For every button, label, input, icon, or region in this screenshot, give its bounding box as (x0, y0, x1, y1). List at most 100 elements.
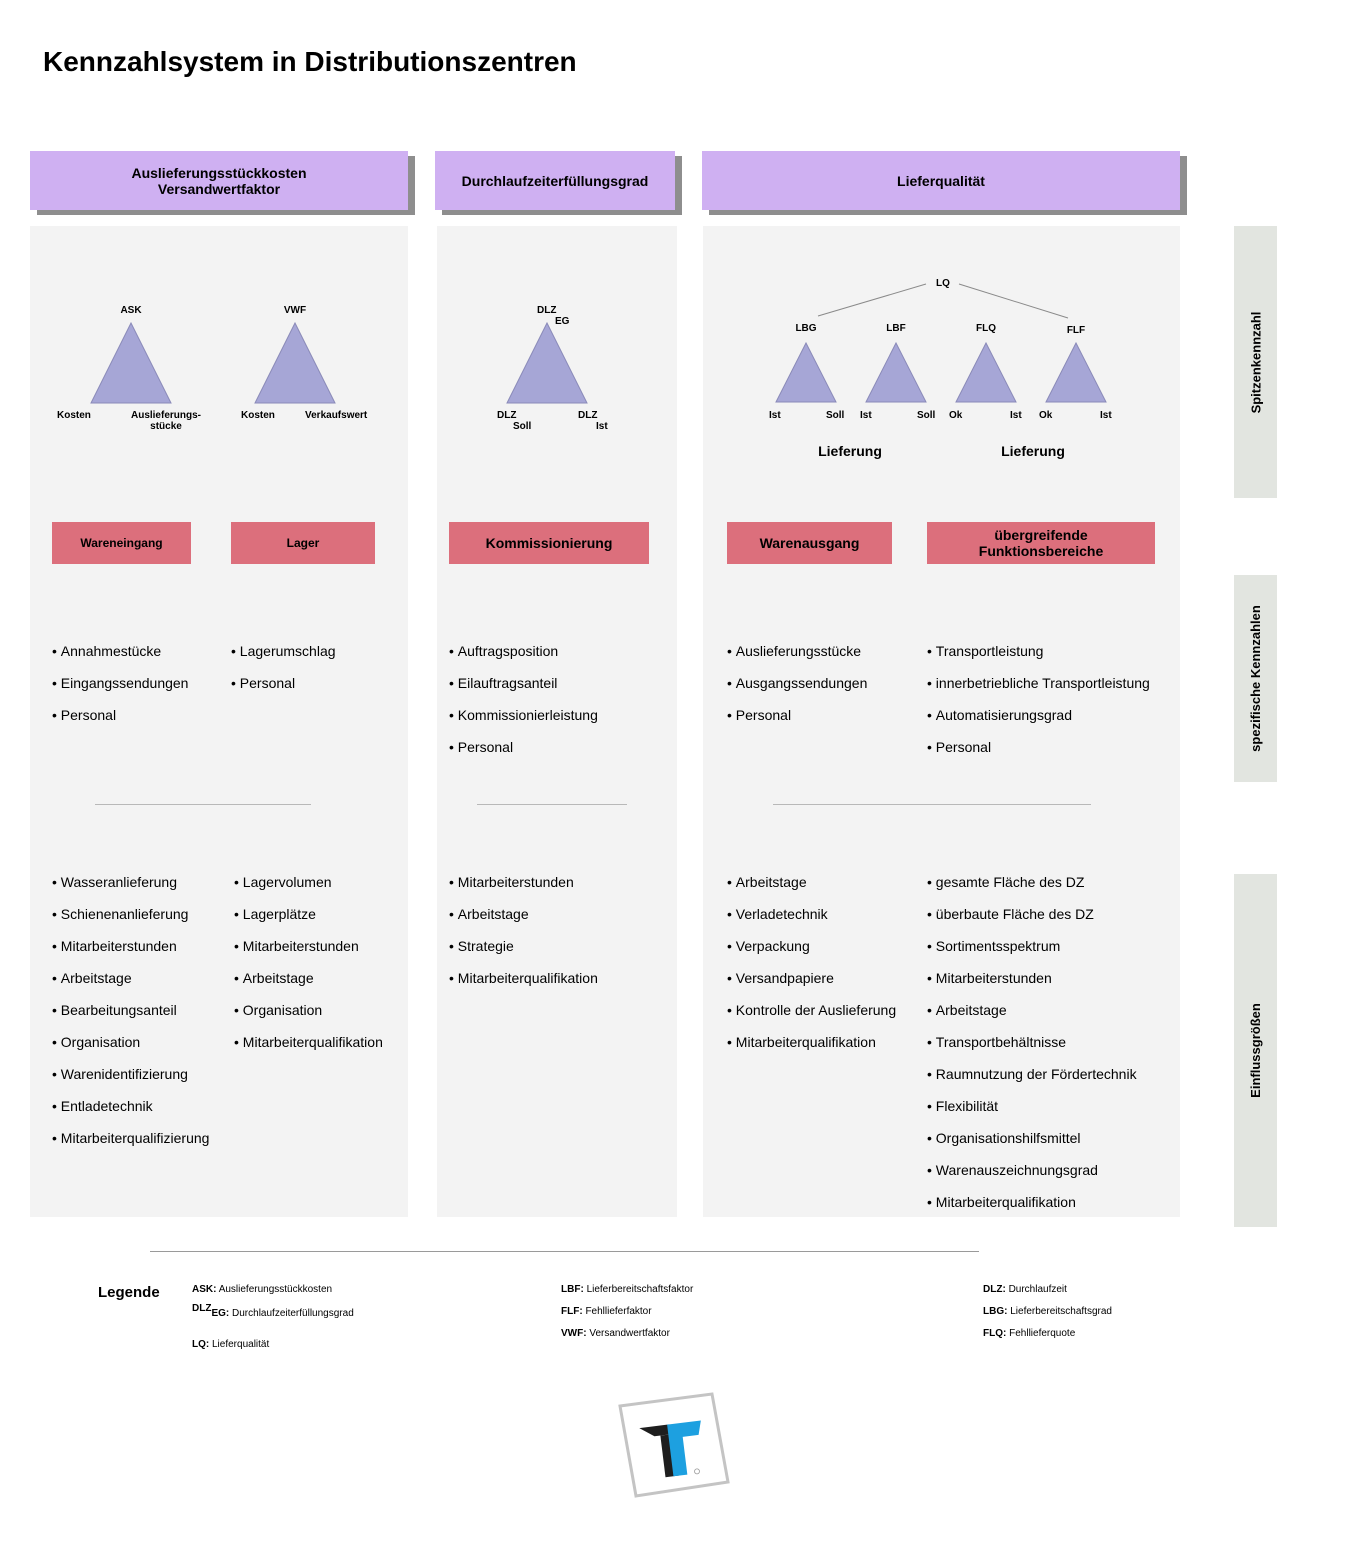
einfluss-warenausgang-item: Arbeitstage (727, 874, 896, 906)
flf-right-label: Ist (1100, 410, 1112, 421)
einfluss-lager-item: Mitarbeiterstunden (234, 938, 383, 970)
einfluss-uebergreifend-item: Warenauszeichnungsgrad (927, 1162, 1137, 1194)
legend-lbf-value: Lieferbereitschaftsfaktor (586, 1284, 694, 1295)
lbf-left-label: Ist (860, 410, 872, 421)
header-col1-label: Auslieferungsstückkosten Versandwertfakt… (131, 164, 307, 197)
einfluss-wareneingang-item: Warenidentifizierung (52, 1066, 209, 1098)
einfluss-uebergreifend: gesamte Fläche des DZüberbaute Fläche de… (927, 874, 1137, 1226)
dlzeg-left-sub: Soll (513, 421, 532, 432)
lbf-triangle (865, 341, 927, 403)
kennzahlen-uebergreifend-item: Personal (927, 739, 1150, 771)
legend-flf-value: Fehllieferfaktor (585, 1306, 652, 1317)
lq-line-left (817, 283, 927, 317)
flq-right-label: Ist (1010, 410, 1022, 421)
lq-root-label: LQ (936, 278, 950, 289)
legend-dlzeg-value: Durchlaufzeiterfüllungsgrad (232, 1308, 354, 1319)
einfluss-lager-item: Mitarbeiterqualifikation (234, 1034, 383, 1066)
einfluss-kommissionierung: MitarbeiterstundenArbeitstageStrategieMi… (449, 874, 598, 1002)
lq-line-right (958, 283, 1069, 319)
einfluss-wareneingang-item: Organisation (52, 1034, 209, 1066)
legend-flq-value: Fehllieferquote (1009, 1328, 1076, 1339)
lbg-left-label: Ist (769, 410, 781, 421)
kennzahlen-warenausgang-item: Ausgangssendungen (727, 675, 868, 707)
legend-dlzeg-key-main: DLZ (192, 1303, 212, 1314)
function-wareneingang: Wareneingang (52, 522, 191, 564)
legend-dlz-key: DLZ: (983, 1284, 1006, 1295)
flf-left-label: Ok (1039, 410, 1053, 421)
lieferung-left-label: Lieferung (818, 443, 882, 459)
page-title: Kennzahlsystem in Distributionszentren (43, 46, 577, 77)
vwf-triangle (254, 321, 336, 404)
einfluss-wareneingang: WasseranlieferungSchienenanlieferungMita… (52, 874, 210, 1162)
einfluss-lager-item: Arbeitstage (234, 970, 383, 1002)
kennzahlen-kommissionierung: AuftragspositionEilauftragsanteilKommiss… (449, 643, 598, 771)
header-col1: Auslieferungsstückkosten Versandwertfakt… (30, 151, 408, 210)
kennzahlen-warenausgang: AuslieferungsstückeAusgangssendungenPers… (727, 643, 868, 739)
function-lager: Lager (231, 522, 375, 564)
einfluss-lager-item: Lagerplätze (234, 906, 383, 938)
einfluss-wareneingang-item: Mitarbeiterstunden (52, 938, 209, 970)
function-warenausgang: Warenausgang (727, 522, 892, 564)
einfluss-wareneingang-item: Mitarbeiterqualifizierung (52, 1130, 210, 1162)
einfluss-uebergreifend-item: Flexibilität (927, 1098, 1137, 1130)
flq-triangle (955, 341, 1017, 403)
dlzeg-right-main: DLZ (578, 410, 598, 421)
einfluss-wareneingang-item: Arbeitstage (52, 970, 209, 1002)
side-label-spezifische-text: spezifische Kennzahlen (1248, 605, 1263, 752)
legend-lbg: LBG: Lieferbereitschaftsgrad (983, 1306, 1112, 1317)
legend-flf-key: FLF: (561, 1306, 583, 1317)
lbg-top-label: LBG (795, 323, 817, 334)
legend-dlzeg: DLZEG: Durchlaufzeiterfüllungsgrad (192, 1303, 354, 1319)
einfluss-warenausgang-item: Versandpapiere (727, 970, 896, 1002)
einfluss-uebergreifend-item: Mitarbeiterstunden (927, 970, 1137, 1002)
einfluss-kommissionierung-item: Mitarbeiterqualifikation (449, 970, 598, 1002)
legend-dlz: DLZ: Durchlaufzeit (983, 1284, 1067, 1295)
legend-title: Legende (98, 1284, 160, 1301)
kennzahlen-kommissionierung-item: Kommissionierleistung (449, 707, 598, 739)
side-label-einfluss-text: Einflussgrößen (1248, 1003, 1263, 1098)
einfluss-wareneingang-item: Bearbeitungsanteil (52, 1002, 209, 1034)
lbf-top-label: LBF (886, 323, 906, 334)
lbf-right-label: Soll (917, 410, 936, 421)
einfluss-uebergreifend-item: gesamte Fläche des DZ (927, 874, 1137, 906)
dlzeg-top-sub: EG (555, 316, 570, 327)
kennzahlen-lager: LagerumschlagPersonal (231, 643, 336, 707)
dlzeg-right-sub: Ist (596, 421, 608, 432)
einfluss-lager-item: Lagervolumen (234, 874, 383, 906)
kennzahlen-kommissionierung-item: Personal (449, 739, 598, 771)
kennzahlen-wareneingang-item: Personal (52, 707, 188, 739)
kennzahlen-kommissionierung-item: Eilauftragsanteil (449, 675, 598, 707)
einfluss-uebergreifend-item: Raumnutzung der Fördertechnik (927, 1066, 1137, 1098)
einfluss-warenausgang-item: Verpackung (727, 938, 896, 970)
ask-right-label: Auslieferungs- stücke (130, 410, 201, 432)
triangle-diagrams (90, 283, 1107, 404)
einfluss-uebergreifend-item: Organisationshilfsmittel (927, 1130, 1137, 1162)
function-uebergreifend: übergreifende Funktionsbereiche (927, 522, 1155, 564)
kennzahlen-lager-item: Personal (231, 675, 336, 707)
dlzeg-top-main: DLZ (537, 305, 557, 316)
flq-left-label: Ok (949, 410, 963, 421)
legend-ask: ASK: Auslieferungsstückkosten (192, 1284, 332, 1295)
kennzahlen-kommissionierung-item: Auftragsposition (449, 643, 598, 675)
header-col2-label: Durchlaufzeiterfüllungsgrad (461, 172, 649, 189)
legend-separator (150, 1251, 979, 1252)
einfluss-uebergreifend-item: überbaute Fläche des DZ (927, 906, 1137, 938)
legend-flq-key: FLQ: (983, 1328, 1007, 1339)
legend-flf: FLF: Fehllieferfaktor (561, 1306, 652, 1317)
ask-triangle (90, 321, 172, 404)
side-label-spitzenkennzahl: Spitzenkennzahl (1234, 226, 1277, 498)
einfluss-warenausgang-item: Kontrolle der Auslieferung (727, 1002, 896, 1034)
kennzahlen-uebergreifend-item: Transportleistung (927, 643, 1150, 675)
einfluss-kommissionierung-item: Arbeitstage (449, 906, 598, 938)
legend-vwf-key: VWF: (561, 1328, 587, 1339)
einfluss-uebergreifend-item: Mitarbeiterqualifikation (927, 1194, 1137, 1226)
legend-lq-key: LQ: (192, 1339, 210, 1350)
header-col2: Durchlaufzeiterfüllungsgrad (435, 151, 675, 210)
legend-vwf-value: Versandwertfaktor (589, 1328, 670, 1339)
einfluss-lager: LagervolumenLagerplätzeMitarbeiterstunde… (234, 874, 383, 1066)
dlzeg-left-main: DLZ (497, 410, 517, 421)
kennzahlen-lager-item: Lagerumschlag (231, 643, 336, 675)
legend-lq-value: Lieferqualität (212, 1339, 270, 1350)
function-kommissionierung: Kommissionierung (449, 522, 649, 564)
einfluss-uebergreifend-item: Sortimentsspektrum (927, 938, 1137, 970)
